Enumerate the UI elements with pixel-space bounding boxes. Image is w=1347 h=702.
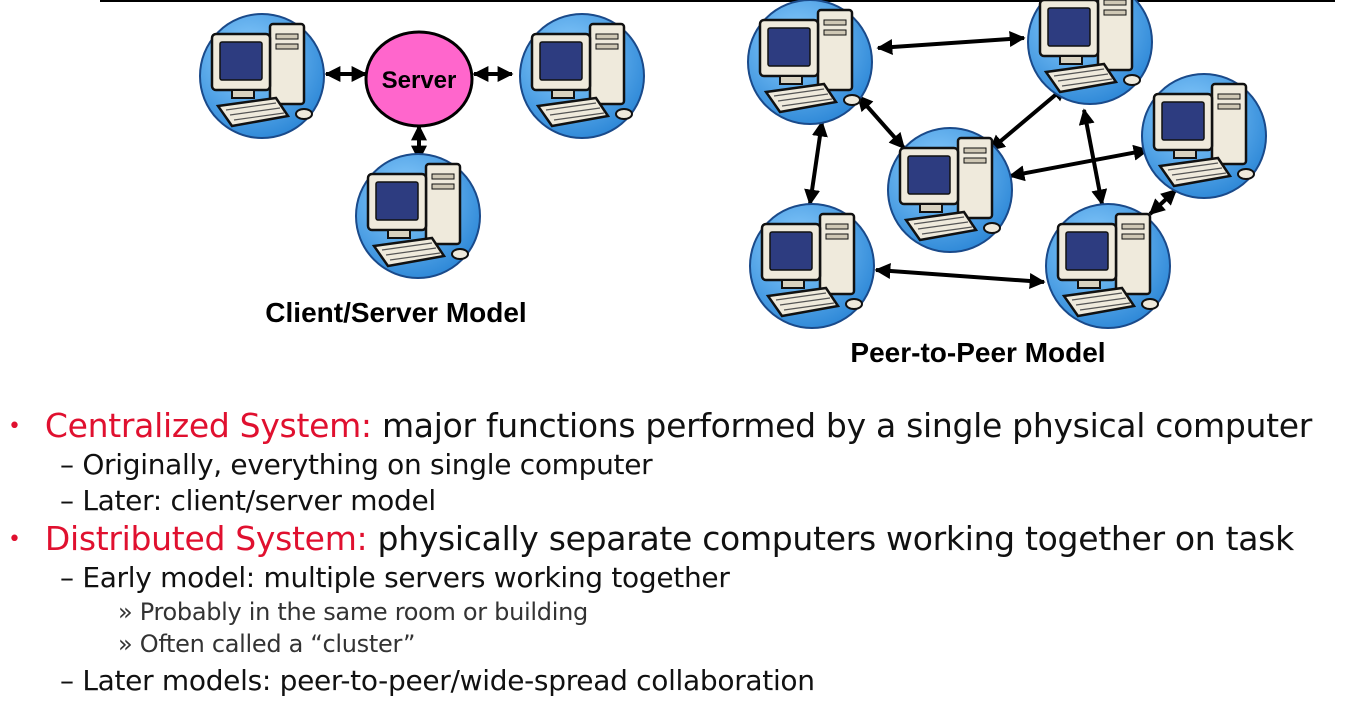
dash-marker: – — [60, 664, 74, 697]
server-label: Server — [382, 67, 457, 94]
chevron-marker: » — [118, 630, 133, 658]
sub-bullet-later-models: – Later models: peer-to-peer/wide-spread… — [60, 664, 815, 697]
bullet-marker: • — [8, 527, 21, 552]
dash-marker: – — [60, 561, 74, 594]
dash-marker: – — [60, 484, 74, 517]
p2p-arrow-7 — [804, 120, 828, 206]
centralized-text: major functions performed by a single ph… — [371, 406, 1313, 445]
p2p-arrow-8 — [874, 263, 1046, 289]
client-computer-left — [198, 12, 326, 140]
sub-bullet-early-model: – Early model: multiple servers working … — [60, 561, 730, 594]
p2p-arrow-4 — [1078, 108, 1108, 206]
p2p-arrow-2 — [856, 94, 906, 150]
peer-computer-center — [886, 126, 1014, 254]
network-models-diagram: Server Client/Server Model Peer-to-Peer … — [100, 0, 1335, 368]
server-node — [364, 30, 474, 128]
centralized-term: Centralized System: — [44, 406, 372, 445]
distributed-term: Distributed System: — [44, 519, 368, 558]
later-text: Later: client/server model — [82, 484, 436, 517]
sub-sub-bullet-cluster: » Often called a “cluster” — [118, 630, 415, 658]
distributed-text: physically separate computers working to… — [367, 519, 1295, 558]
p2p-arrow-1 — [876, 31, 1026, 55]
peer-to-peer-model: Peer-to-Peer Model — [746, 0, 1268, 368]
peer-computer-top-right — [1026, 0, 1154, 106]
same-room-text: Probably in the same room or building — [139, 598, 588, 626]
peer-computer-far-right — [1140, 72, 1268, 200]
peer-computer-bottom-left — [748, 202, 876, 330]
bullet-distributed: • Distributed System: physically separat… — [8, 519, 1294, 558]
dash-marker: – — [60, 448, 74, 481]
early-model-text: Early model: multiple servers working to… — [82, 561, 730, 594]
p2p-arrow-6 — [1148, 188, 1178, 216]
sub-bullet-originally: – Originally, everything on single compu… — [60, 448, 653, 481]
client-server-caption: Client/Server Model — [265, 297, 526, 328]
p2p-arrow-3 — [988, 84, 1068, 152]
p2p-arrow-5 — [1008, 144, 1150, 182]
client-computer-right — [518, 12, 646, 140]
p2p-caption: Peer-to-Peer Model — [850, 337, 1105, 368]
chevron-marker: » — [118, 598, 133, 626]
originally-text: Originally, everything on single compute… — [82, 448, 653, 481]
peer-computer-bottom-right — [1044, 202, 1172, 330]
sub-bullet-later: – Later: client/server model — [60, 484, 436, 517]
bullet-centralized: • Centralized System: major functions pe… — [8, 406, 1312, 445]
client-computer-bottom — [354, 152, 482, 280]
cluster-text: Often called a “cluster” — [139, 630, 416, 658]
sub-sub-bullet-same-room: » Probably in the same room or building — [118, 598, 588, 626]
peer-computer-top-left — [746, 0, 874, 126]
later-models-text: Later models: peer-to-peer/wide-spread c… — [82, 664, 815, 697]
client-server-model: Server Client/Server Model — [198, 12, 646, 328]
bullet-marker: • — [8, 414, 21, 439]
